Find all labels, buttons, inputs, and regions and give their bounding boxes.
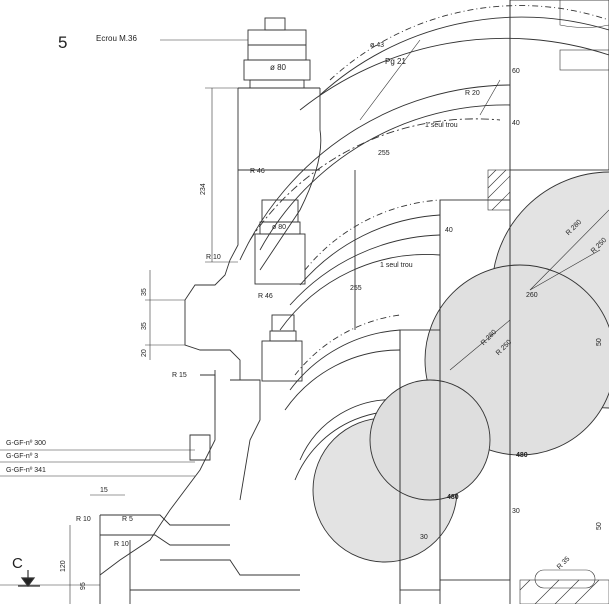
label-r10-b: R 10 bbox=[76, 516, 91, 523]
label-gf300: G-GF-nº 300 bbox=[6, 440, 46, 447]
label-35-b: 35 bbox=[141, 322, 148, 330]
label-95: 95 bbox=[80, 582, 87, 590]
label-15: 15 bbox=[100, 487, 108, 494]
label-pg21: Pg 21 bbox=[385, 57, 406, 66]
overlay-panels bbox=[354, 0, 609, 604]
sheet-number: 5 bbox=[58, 33, 68, 52]
lower-profile bbox=[99, 370, 300, 604]
label-50-a: 50 bbox=[596, 338, 603, 346]
nut-top bbox=[243, 17, 311, 89]
label-r46-a: R 46 bbox=[250, 168, 265, 175]
label-r10-c: R 10 bbox=[114, 541, 129, 548]
label-r5: R 5 bbox=[122, 516, 133, 523]
nut-small bbox=[261, 314, 303, 382]
label-r20: R 20 bbox=[465, 90, 480, 97]
body-profile bbox=[184, 87, 322, 380]
section-arrow bbox=[18, 570, 40, 587]
label-255-b: 255 bbox=[350, 285, 362, 292]
label-35-a: 35 bbox=[141, 288, 148, 296]
label-30-b: 30 bbox=[420, 534, 428, 541]
label-480-a: 480 bbox=[516, 452, 528, 459]
label-60: 60 bbox=[512, 68, 520, 75]
label-30-a: 30 bbox=[512, 508, 520, 515]
label-dia43: ø 43 bbox=[370, 42, 385, 49]
label-dia80-mid: ø 80 bbox=[272, 224, 287, 231]
label-120: 120 bbox=[60, 560, 67, 572]
hatch-section bbox=[487, 0, 609, 604]
label-gf3: G-GF-nº 3 bbox=[6, 453, 39, 460]
label-ecrou: Ecrou M.36 bbox=[96, 34, 137, 43]
label-r46-b: R 46 bbox=[258, 293, 273, 300]
label-40-b: 40 bbox=[445, 227, 453, 234]
label-260: 260 bbox=[526, 292, 538, 299]
label-480-b: 480 bbox=[447, 494, 459, 501]
label-r15: R 15 bbox=[172, 372, 187, 379]
label-seul-trou-1: 1 seul trou bbox=[425, 122, 458, 129]
label-seul-trou-2: 1 seul trou bbox=[380, 262, 413, 269]
label-gf341: G-GF-nº 341 bbox=[6, 467, 46, 474]
concentric-arcs-large bbox=[239, 5, 609, 261]
label-20: 20 bbox=[141, 349, 148, 357]
label-dia80-top: ø 80 bbox=[270, 63, 287, 72]
nut-mid bbox=[254, 199, 306, 285]
label-r10-a: R 10 bbox=[206, 254, 221, 261]
label-234: 234 bbox=[200, 183, 207, 195]
label-255-a: 255 bbox=[378, 150, 390, 157]
label-40-a: 40 bbox=[512, 120, 520, 127]
label-50-b: 50 bbox=[596, 522, 603, 530]
label-section-c: C bbox=[12, 555, 23, 572]
dimension-lines bbox=[0, 39, 609, 604]
concentric-arcs-mid bbox=[279, 199, 441, 331]
